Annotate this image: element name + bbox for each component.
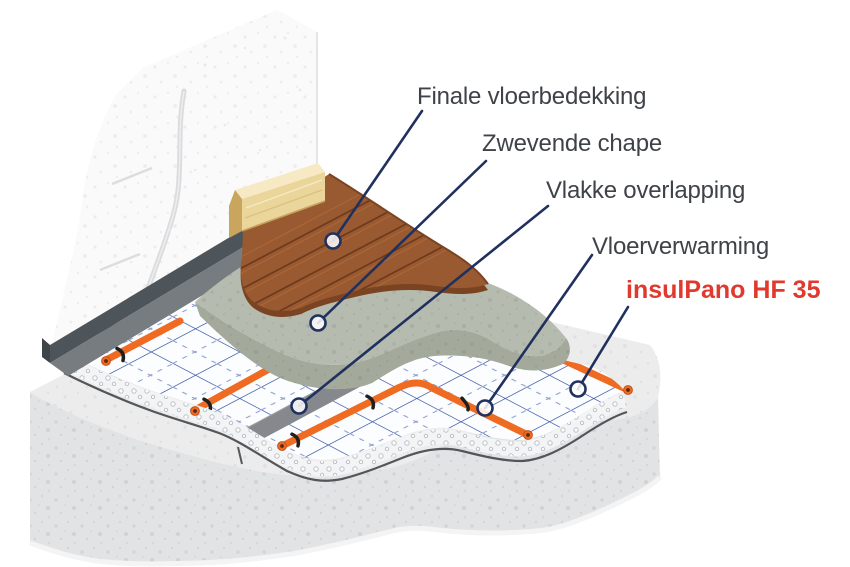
label-floating-screed: Zwevende chape <box>482 130 662 157</box>
edge-strip <box>42 222 273 376</box>
edge-strip-vertical-face <box>50 222 255 363</box>
callout-circle-flat-overlap <box>290 397 308 415</box>
skirting-board <box>229 163 326 238</box>
wall-block-seam <box>111 166 153 186</box>
heating-pipe <box>102 317 184 364</box>
skirting-top-face <box>235 163 325 199</box>
leader-line-flat-overlap <box>297 204 550 408</box>
slab-bottom-bevel <box>29 475 663 567</box>
label-product-name: insulPano HF 35 <box>626 276 821 304</box>
callout-circle-floating-screed <box>309 314 327 332</box>
edge-strip-angled-face <box>50 240 273 376</box>
leader-line-final-floor-covering <box>331 109 424 243</box>
callout-circle-final-floor-covering <box>324 232 342 250</box>
leader-lines <box>297 109 630 410</box>
wall-speckles <box>168 36 302 232</box>
skirting-end-cap <box>229 190 242 238</box>
panel-seam <box>237 446 243 465</box>
label-final-floor-covering: Finale vloerbedekking <box>417 83 647 110</box>
wood-cut-edge-line <box>328 173 489 285</box>
label-floor-heating: Vloerverwarming <box>592 233 770 260</box>
pipe-cut-ends <box>101 356 633 451</box>
callout-circle-floor-heating <box>476 399 494 417</box>
insulation-cut-face <box>58 354 628 482</box>
wall <box>52 10 318 345</box>
callout-circles <box>290 232 587 417</box>
callout-circle-product <box>569 380 587 398</box>
wall-block-seam <box>99 252 141 272</box>
membrane-contour-line <box>63 372 628 482</box>
edge-strip-end-cap <box>42 338 50 363</box>
leader-line-floating-screed <box>316 159 488 325</box>
heating-pipe <box>278 379 532 450</box>
leader-line-floor-heating <box>483 253 594 410</box>
leader-line-product <box>576 305 630 391</box>
label-flat-overlap: Vlakke overlapping <box>546 177 746 204</box>
